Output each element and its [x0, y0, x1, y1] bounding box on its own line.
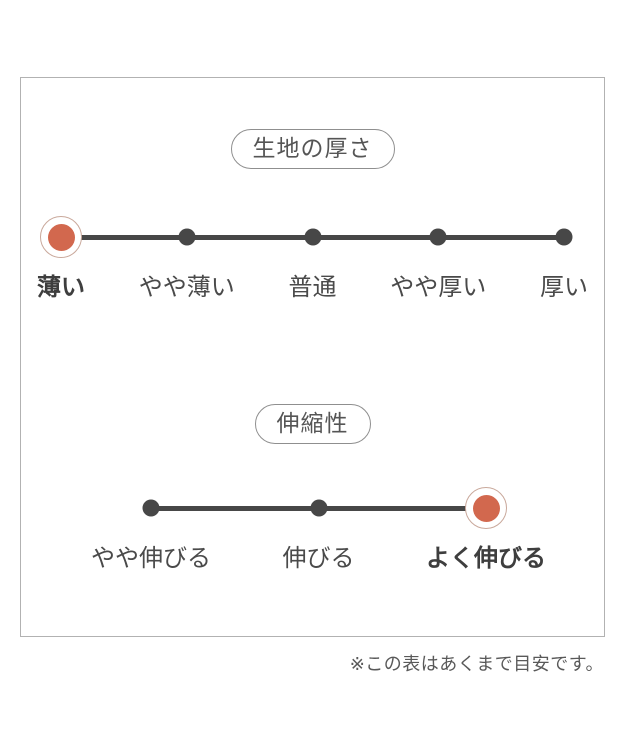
stop-label: やや薄い [138, 274, 235, 301]
dot-marker [310, 499, 327, 517]
stop-label: 薄い [37, 274, 85, 301]
selected-dot [47, 223, 75, 251]
stop-label: 普通 [288, 274, 337, 301]
scale-dot [310, 499, 327, 517]
scale-track-stretch: やや伸びる 伸びる よく伸びる [91, 487, 546, 588]
scale-track-thickness: 薄い やや薄い 普通 やや厚い 厚い [37, 216, 588, 317]
stop-label: やや伸びる [91, 545, 211, 572]
dot-marker [178, 228, 196, 246]
selected-marker-ring [465, 487, 507, 529]
scale-dot [142, 499, 160, 517]
scale-dot [178, 228, 196, 246]
stop-label: やや厚い [390, 274, 487, 301]
stop-label: よく伸びる [426, 545, 546, 572]
stop-label: 厚い [540, 274, 588, 301]
attribute-chart-box: 生地の厚さ 薄い やや薄い 普通 やや厚い 厚い 伸縮性 やや伸びる 伸びる よく伸びる [20, 77, 605, 637]
scale-dot [555, 228, 573, 246]
footer-disclaimer: ※この表はあくまで目安です。 [349, 654, 604, 674]
scale-title-thickness: 生地の厚さ [252, 135, 373, 161]
scale-title-pill-stretch: 伸縮性 [254, 404, 371, 444]
dot-marker [304, 228, 321, 246]
dot-marker [429, 228, 447, 246]
scale-title-pill-thickness: 生地の厚さ [230, 129, 395, 169]
dot-marker [555, 228, 573, 246]
selected-marker-ring [40, 216, 82, 258]
selected-dot [472, 494, 500, 522]
scale-title-stretch: 伸縮性 [276, 410, 349, 436]
scale-dot [429, 228, 447, 246]
scale-dot [304, 228, 321, 246]
stop-label: 伸びる [282, 545, 355, 572]
dot-marker [142, 499, 160, 517]
